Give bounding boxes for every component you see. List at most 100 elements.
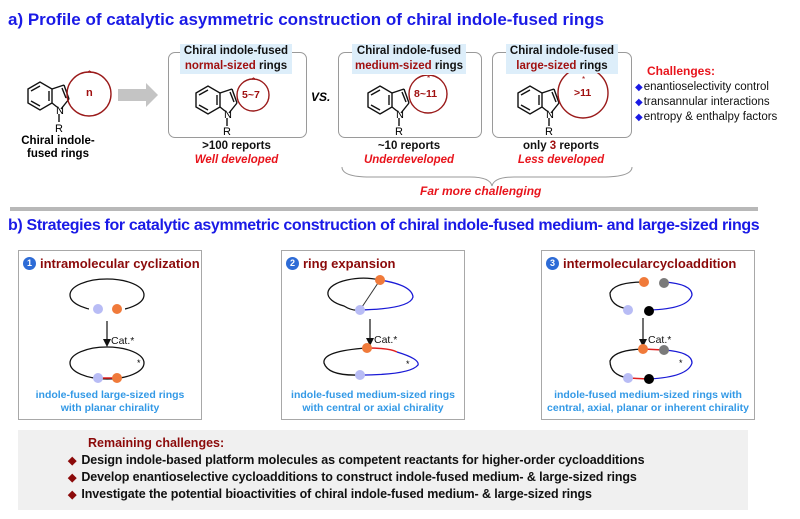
- remaining-text: Design indole-based platform molecules a…: [81, 453, 645, 467]
- diamond-bullet-icon: ◆: [635, 82, 643, 93]
- number-badge: 1: [23, 257, 36, 270]
- curly-bracket: [341, 166, 633, 187]
- ring-size-label: 5~7: [242, 89, 260, 101]
- card-medium-reports: ~10 reports: [377, 140, 441, 152]
- strategy-caption: indole-fused medium-sized rings with cen…: [282, 389, 464, 415]
- strategy-card-3: 3 intermolecularcycloaddition Cat.* * ind…: [541, 250, 755, 420]
- right-arrow-icon: [118, 83, 158, 107]
- reports-count: 3: [549, 140, 557, 152]
- r-group: R: [395, 126, 403, 138]
- strategy-heading: 1 intramolecular cyclization: [23, 256, 200, 271]
- generic-caption-line2: fused rings: [27, 148, 89, 160]
- reports-suffix: reports: [556, 140, 600, 152]
- generic-indole-structure: N R * n: [18, 62, 128, 152]
- number-badge: 3: [546, 257, 559, 270]
- section-a-title: a) Profile of catalytic asymmetric const…: [8, 10, 605, 29]
- number-badge: 2: [286, 257, 299, 270]
- card-normal-status: Well developed: [194, 154, 279, 166]
- strategy-name: ring expansion: [303, 256, 396, 271]
- indole-ring-drawing: [367, 74, 448, 126]
- strategy-name: intermolecularcycloaddition: [563, 256, 737, 271]
- indole-ring-drawing: [195, 78, 270, 126]
- challenge-item: ◆transannular interactions: [635, 96, 777, 108]
- caption-line2: with planar chirality: [60, 402, 160, 414]
- versus-label: VS.: [311, 90, 331, 104]
- strategy-caption: indole-fused large-sized rings with plan…: [19, 389, 201, 415]
- ring-size-label: 8~11: [414, 88, 438, 100]
- nitrogen-atom: N: [56, 105, 64, 117]
- catalyst-label: Cat.*: [648, 334, 672, 346]
- label-line1: Chiral indole-fused: [356, 45, 462, 57]
- bracket-label: Far more challenging: [420, 184, 542, 198]
- card-normal-sized-label: Chiral indole-fused normal-sized rings: [180, 44, 292, 74]
- diamond-bullet-icon: ◆: [635, 97, 643, 108]
- diamond-bullet-icon: ◆: [68, 489, 77, 501]
- label-line2: normal-sized rings: [180, 59, 292, 74]
- caption-line1: indole-fused large-sized rings: [35, 389, 185, 401]
- challenge-text: enantioselectivity control: [643, 81, 769, 93]
- ring-size-label: n: [86, 87, 93, 99]
- remaining-heading: Remaining challenges:: [88, 436, 225, 450]
- cycloaddition-scheme: [609, 277, 693, 384]
- remaining-text: Investigate the potential bioactivities …: [81, 487, 592, 501]
- indole-ring-drawing: [517, 67, 609, 126]
- remaining-text: Develop enantioselective cycloadditions …: [81, 470, 637, 484]
- stereo-mark: *: [406, 359, 410, 369]
- label-line1: Chiral indole-fused: [509, 45, 615, 57]
- diamond-bullet-icon: ◆: [635, 112, 643, 123]
- remaining-challenges-panel: Remaining challenges: ◆ Design indole-bas…: [18, 430, 748, 510]
- remaining-item: ◆ Design indole-based platform molecules …: [68, 453, 645, 467]
- r-group: R: [545, 126, 553, 138]
- catalyst-label: Cat.*: [374, 334, 398, 346]
- diamond-bullet-icon: ◆: [68, 455, 77, 467]
- ring-class-highlight: medium-sized: [355, 60, 432, 72]
- strategy-heading: 3 intermolecularcycloaddition: [546, 256, 736, 271]
- challenges-list: Challenges: ◆enantioselectivity control …: [635, 64, 777, 123]
- strategy-card-2: 2 ring expansion Cat.* * indole-fused med…: [281, 250, 465, 420]
- indole-ring-drawing: [27, 71, 112, 122]
- challenge-item: ◆entropy & enthalpy factors: [635, 111, 777, 123]
- card-large-reports: only 3 reports: [492, 140, 630, 152]
- stereocenter-mark: *: [252, 76, 256, 85]
- indole-normal-structure: N R * 5~7: [190, 75, 290, 138]
- card-large-status: Less developed: [517, 154, 605, 166]
- section-divider: [10, 207, 758, 211]
- diamond-bullet-icon: ◆: [68, 472, 77, 484]
- ring-class-highlight: large-sized: [516, 60, 577, 72]
- ring-expansion-scheme: [323, 275, 419, 380]
- challenge-item: ◆enantioselectivity control: [635, 81, 777, 93]
- remaining-item: ◆ Develop enantioselective cycloadditions…: [68, 470, 637, 484]
- r-group: R: [55, 123, 63, 135]
- stereo-mark: *: [679, 358, 683, 368]
- ring-class-highlight: normal-sized: [184, 60, 256, 72]
- r-group: R: [223, 126, 231, 138]
- remaining-item: ◆ Investigate the potential bioactivities…: [68, 487, 592, 501]
- stereocenter-mark: *: [582, 75, 586, 84]
- cyclization-scheme: [69, 278, 145, 383]
- catalyst-label: Cat.*: [111, 335, 135, 347]
- card-medium-sized-label: Chiral indole-fused medium-sized rings: [352, 44, 466, 74]
- caption-line2: central, axial, planar or inherent chira…: [547, 402, 749, 414]
- indole-medium-structure: N R * 8~11: [362, 74, 472, 138]
- card-normal-reports: >100 reports: [202, 140, 271, 152]
- caption-line2: with central or axial chirality: [302, 402, 444, 414]
- strategy-name: intramolecular cyclization: [40, 256, 200, 271]
- card-medium-status: Underdeveloped: [363, 154, 455, 166]
- indole-large-structure: N R * >11: [512, 67, 630, 138]
- strategy-caption: indole-fused medium-sized rings with cen…: [542, 389, 754, 415]
- challenge-text: entropy & enthalpy factors: [643, 111, 778, 123]
- stereocenter-mark: *: [88, 69, 92, 78]
- card-large-sized-label: Chiral indole-fused large-sized rings: [506, 44, 618, 74]
- label-suffix: rings: [431, 60, 463, 72]
- stereo-mark: *: [137, 358, 141, 368]
- ring-size-label: >11: [574, 87, 592, 99]
- nitrogen-atom: N: [546, 109, 554, 121]
- challenge-text: transannular interactions: [643, 96, 770, 108]
- label-suffix: rings: [255, 60, 288, 72]
- strategy-heading: 2 ring expansion: [286, 256, 395, 271]
- label-line1: Chiral indole-fused: [183, 45, 289, 57]
- strategy-card-1: 1 intramolecular cyclization Cat.* * indo…: [18, 250, 202, 420]
- section-b-title: b) Strategies for catalytic asymmetric c…: [8, 217, 760, 234]
- reports-prefix: only: [522, 140, 550, 152]
- generic-caption-line1: Chiral indole-: [21, 135, 95, 147]
